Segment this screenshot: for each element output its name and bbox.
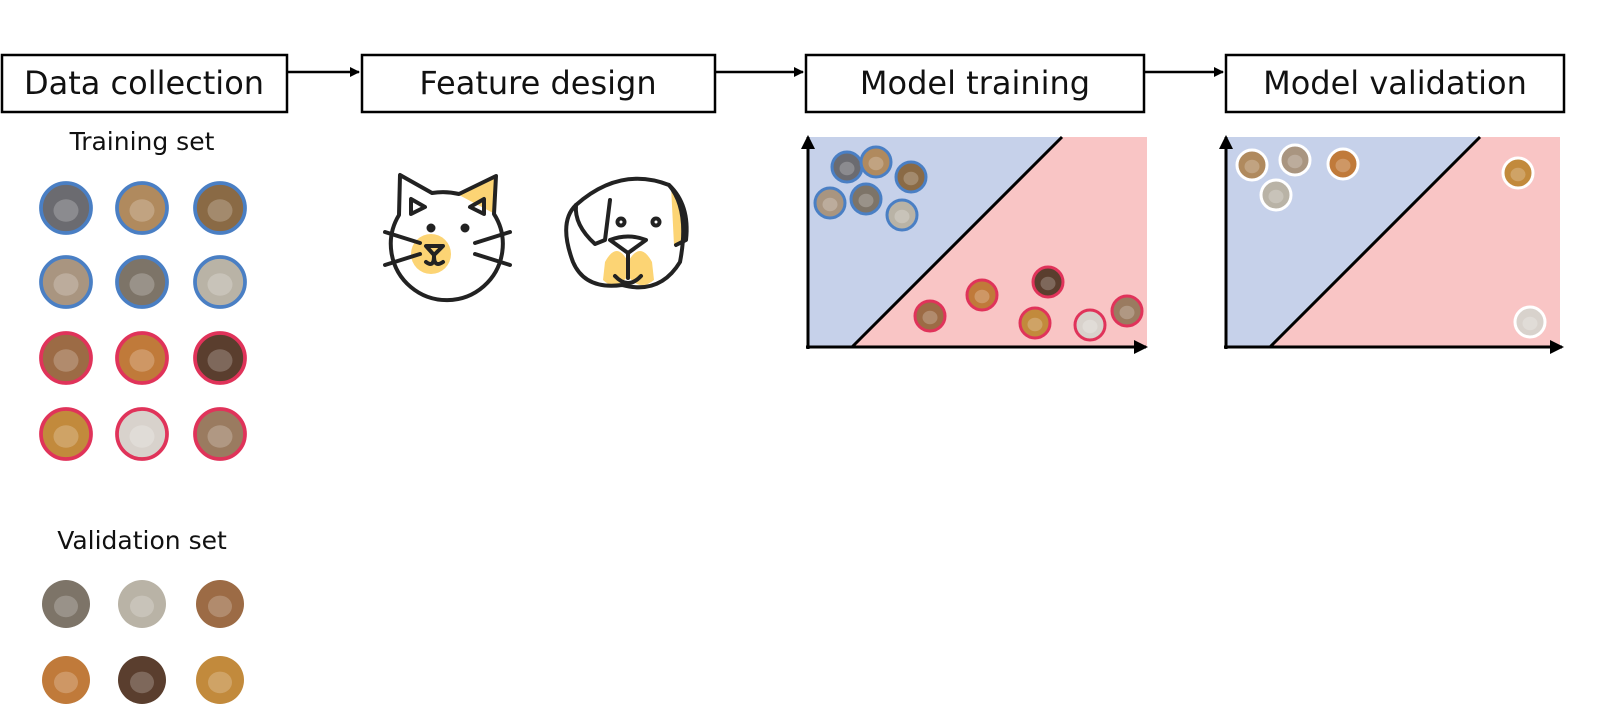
dog-point: [1073, 308, 1107, 342]
validation-set-photos: [42, 580, 244, 704]
step-label: Feature design: [419, 64, 656, 102]
dog-point: [1018, 306, 1052, 340]
cat-point: [885, 198, 919, 232]
step-label: Model validation: [1263, 64, 1527, 102]
cat-photo: [193, 181, 247, 235]
validation-point: [1259, 178, 1293, 212]
cat-point: [894, 160, 928, 194]
step-model-validation: Model validation: [1224, 53, 1566, 114]
cat-point: [813, 186, 847, 220]
cat-photo: [39, 181, 93, 235]
validation-set-label: Validation set: [57, 526, 227, 555]
cat-photo: [39, 255, 93, 309]
validation-point: [1278, 143, 1312, 177]
validation-point: [1235, 148, 1269, 182]
cat-photo: [196, 580, 244, 628]
training-chart: [801, 135, 1148, 354]
dog-photo: [193, 331, 247, 385]
cat-face-icon: [383, 173, 512, 303]
cat-point: [830, 150, 864, 184]
cat-photo: [193, 255, 247, 309]
decision-boundary: [1268, 135, 1482, 349]
training-set-label: Training set: [69, 127, 215, 156]
training-set-photos: [39, 181, 247, 461]
validation-chart: [1219, 135, 1564, 354]
decision-boundary: [850, 135, 1064, 349]
dog-photo: [118, 656, 166, 704]
dog-photo: [196, 656, 244, 704]
dog-photo: [39, 331, 93, 385]
dog-photo: [115, 407, 169, 461]
validation-point: [1326, 147, 1360, 181]
dog-region: [1270, 137, 1560, 347]
dog-point: [965, 278, 999, 312]
step-data-collection: Data collection: [0, 53, 289, 114]
cat-point: [849, 182, 883, 216]
cat-photo: [42, 580, 90, 628]
dog-photo: [39, 407, 93, 461]
dog-face-icon: [564, 176, 689, 290]
dog-photo: [115, 331, 169, 385]
step-label: Model training: [860, 64, 1090, 102]
dog-region: [852, 137, 1147, 347]
step-model-training: Model training: [804, 53, 1146, 114]
validation-point: [1501, 156, 1535, 190]
dog-point: [1031, 265, 1065, 299]
step-label: Data collection: [24, 64, 264, 102]
cat-photo: [115, 255, 169, 309]
dog-point: [1110, 294, 1144, 328]
dog-photo: [193, 407, 247, 461]
cat-photo: [118, 580, 166, 628]
cat-photo: [115, 181, 169, 235]
dog-point: [913, 299, 947, 333]
validation-point: [1513, 305, 1547, 339]
dog-photo: [42, 656, 90, 704]
step-feature-design: Feature design: [360, 53, 717, 114]
cat-point: [859, 145, 893, 179]
